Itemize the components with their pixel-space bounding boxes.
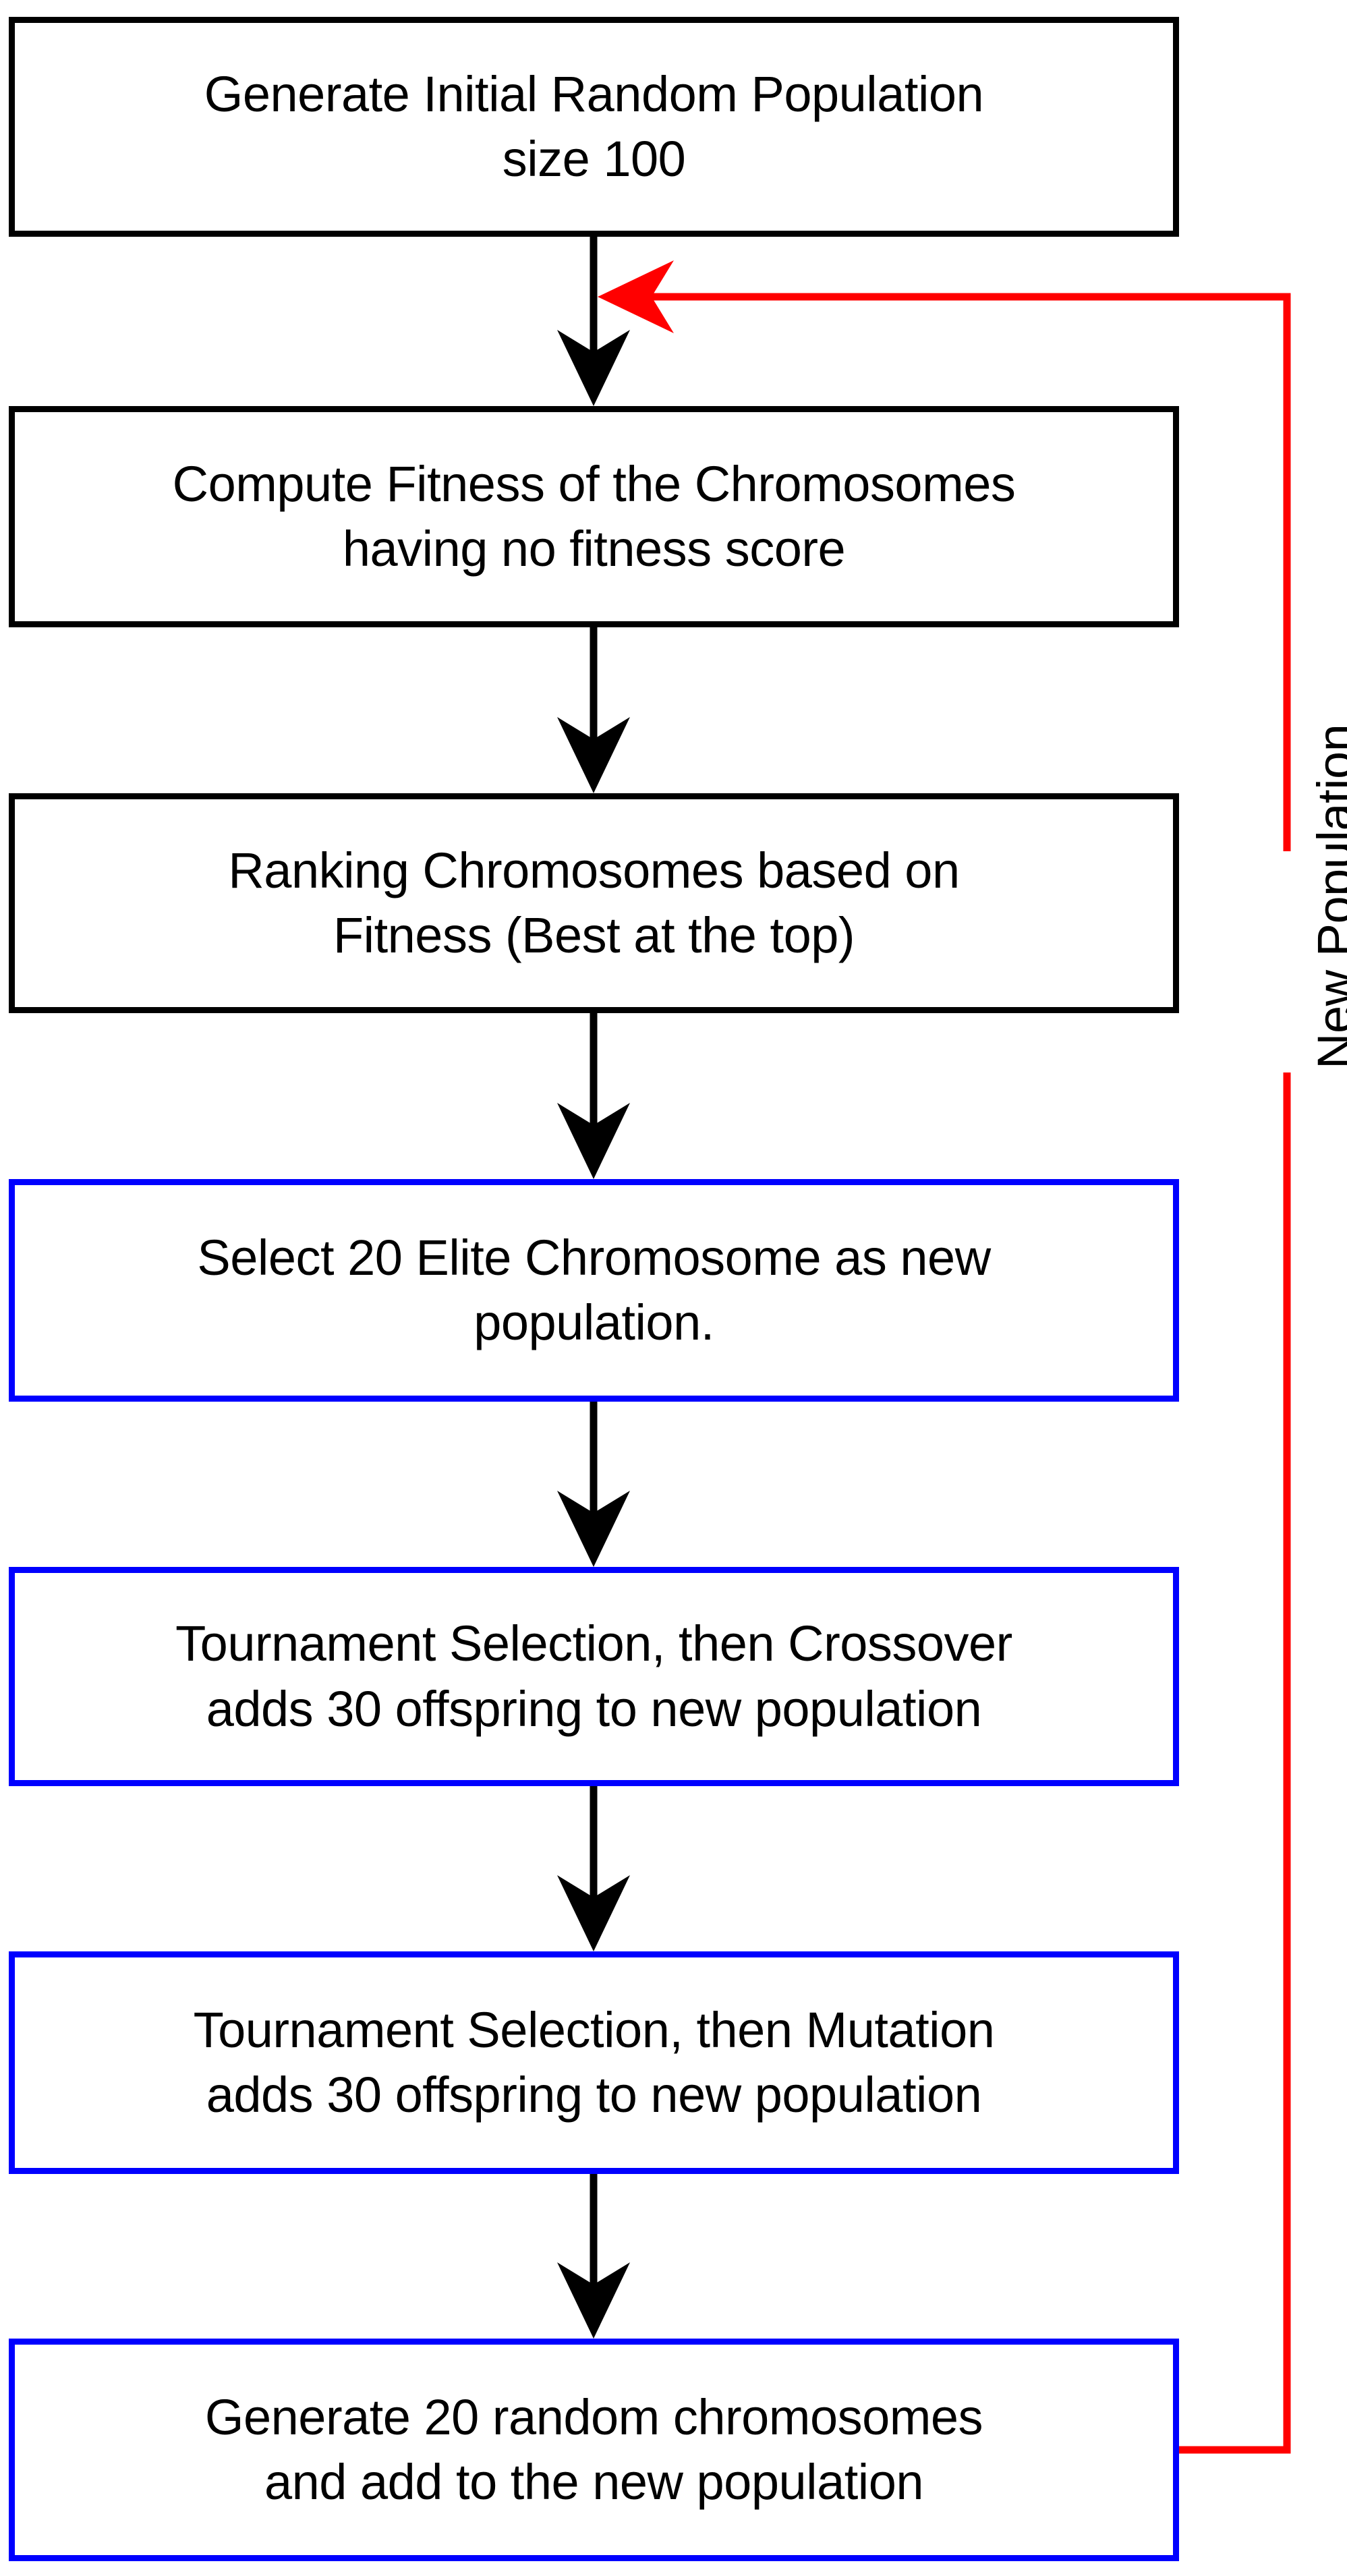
node-label: Tournament Selection, then Mutation adds… [193, 2001, 995, 2123]
node-label: Compute Fitness of the Chromosomes havin… [172, 455, 1016, 577]
node-compute-fitness[interactable]: Compute Fitness of the Chromosomes havin… [9, 406, 1179, 627]
node-tournament-crossover[interactable]: Tournament Selection, then Crossover add… [9, 1567, 1179, 1786]
node-select-elite[interactable]: Select 20 Elite Chromosome as new popula… [9, 1179, 1179, 1402]
edge-n4-n5-arrowhead [557, 1491, 630, 1567]
edge-n1-n2-arrowhead [557, 330, 630, 406]
node-generate-random-chromosomes[interactable]: Generate 20 random chromosomes and add t… [9, 2339, 1179, 2561]
node-label: Ranking Chromosomes based on Fitness (Be… [228, 842, 960, 963]
edge-n5-n6-arrowhead [557, 1875, 630, 1951]
node-label: Generate Initial Random Population size … [204, 65, 984, 187]
edge-feedback-path-lower [1179, 1072, 1291, 2454]
node-generate-initial-population[interactable]: Generate Initial Random Population size … [9, 17, 1179, 237]
node-label: Tournament Selection, then Crossover add… [175, 1615, 1012, 1737]
node-ranking-chromosomes[interactable]: Ranking Chromosomes based on Fitness (Be… [9, 793, 1179, 1013]
edge-feedback-label: New Population [1307, 724, 1347, 1069]
node-label: Generate 20 random chromosomes and add t… [204, 2388, 983, 2510]
edge-n6-n7-arrowhead [557, 2262, 630, 2339]
edge-feedback-arrowhead [598, 260, 674, 333]
node-tournament-mutation[interactable]: Tournament Selection, then Mutation adds… [9, 1951, 1179, 2174]
edge-n3-n4-arrowhead [557, 1103, 630, 1179]
edge-n2-n3-arrowhead [557, 717, 630, 793]
node-label: Select 20 Elite Chromosome as new popula… [197, 1229, 991, 1350]
